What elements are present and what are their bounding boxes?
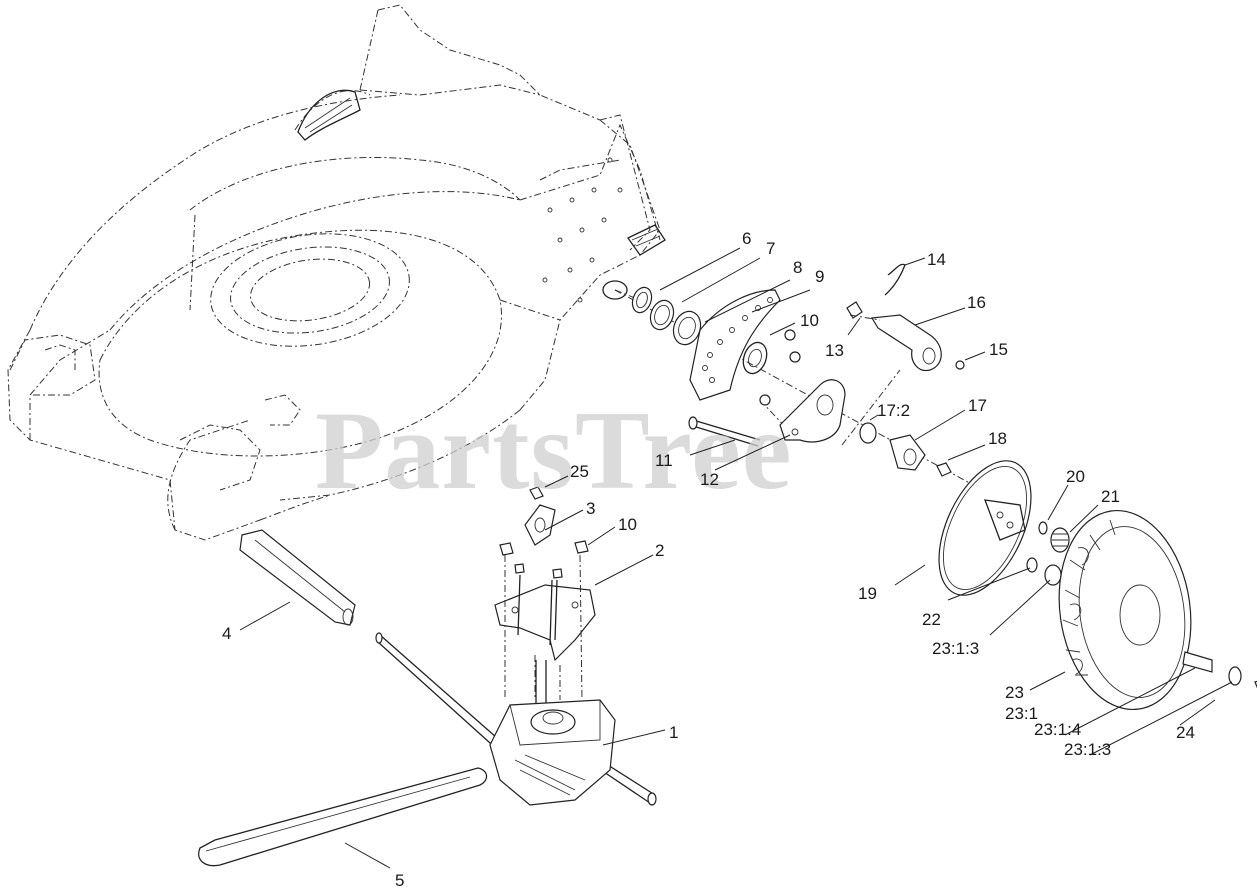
callout-24: 24 bbox=[1176, 723, 1195, 742]
callout-22: 22 bbox=[922, 610, 941, 629]
part-12-pivot-bracket bbox=[779, 379, 846, 443]
part-14-spring bbox=[884, 263, 906, 296]
callout-11: 11 bbox=[655, 451, 673, 470]
part-19-disc bbox=[938, 460, 1032, 596]
part-5-belt bbox=[198, 767, 488, 867]
callout-23: 23 bbox=[1005, 683, 1024, 702]
callout-23-1: 23:1 bbox=[1005, 704, 1038, 723]
part-3-idler bbox=[524, 504, 556, 546]
part-16-lever bbox=[871, 314, 942, 372]
callout-10-lower: 10 bbox=[618, 515, 637, 534]
part-22-washer bbox=[1026, 557, 1038, 573]
part-10-bolts-lower bbox=[499, 540, 589, 579]
callout-2: 2 bbox=[655, 541, 664, 560]
part-23-wheel bbox=[1058, 509, 1192, 711]
leader-lines bbox=[239, 247, 1233, 869]
callout-23-1-3-a: 23:1:3 bbox=[932, 639, 979, 658]
callout-8: 8 bbox=[793, 258, 802, 277]
callout-23-1-4: 23:1:4 bbox=[1034, 720, 1081, 739]
callout-10-upper: 10 bbox=[800, 311, 819, 330]
callout-25: 25 bbox=[570, 462, 589, 481]
part-21-gear bbox=[1050, 527, 1070, 553]
callout-3: 3 bbox=[586, 499, 595, 518]
callout-19: 19 bbox=[858, 584, 877, 603]
callout-13: 13 bbox=[825, 341, 844, 360]
mower-deck bbox=[7, 4, 666, 541]
lever-centerline bbox=[849, 314, 881, 321]
part-15-screw bbox=[955, 360, 965, 370]
part-17-hub bbox=[889, 434, 926, 471]
part-23-1-3-washer-b bbox=[1228, 666, 1242, 686]
callout-17: 17 bbox=[968, 396, 987, 415]
callout-14: 14 bbox=[927, 250, 946, 269]
part-17-2-spacer bbox=[859, 422, 877, 444]
studs bbox=[517, 574, 558, 646]
part-2-bracket bbox=[494, 584, 596, 662]
callout-23-1-3-b: 23:1:3 bbox=[1064, 740, 1111, 759]
part-18-nut bbox=[936, 462, 952, 477]
callout-1: 1 bbox=[669, 723, 678, 742]
part-4-baffle bbox=[239, 529, 356, 626]
callout-21: 21 bbox=[1101, 487, 1120, 506]
callout-20: 20 bbox=[1066, 467, 1085, 486]
watermark-text: PartsTree bbox=[315, 389, 793, 513]
side-plate-holes bbox=[542, 157, 623, 303]
part-20-washer bbox=[1038, 521, 1048, 535]
part-10-bolts-upper bbox=[759, 329, 801, 406]
callout-17-2: 17:2 bbox=[877, 401, 910, 420]
callout-7: 7 bbox=[766, 239, 775, 258]
part-11-bolt bbox=[688, 416, 761, 447]
part-25-nut bbox=[529, 486, 544, 500]
callout-5: 5 bbox=[395, 871, 404, 890]
callout-6: 6 bbox=[742, 229, 751, 248]
part-23-1-4-pin bbox=[1182, 651, 1213, 673]
callout-4: 4 bbox=[222, 624, 231, 643]
callout-labels: 6 7 8 9 10 14 16 13 15 17:2 17 18 11 12 … bbox=[222, 229, 1195, 890]
part-7-washer bbox=[649, 299, 675, 331]
lever-link-line bbox=[841, 369, 901, 446]
callout-12: 12 bbox=[700, 470, 719, 489]
callout-15: 15 bbox=[989, 340, 1008, 359]
part-6-bushing bbox=[631, 286, 653, 314]
callout-16: 16 bbox=[967, 293, 986, 312]
part-1-transmission bbox=[489, 699, 616, 806]
callout-18: 18 bbox=[988, 429, 1007, 448]
callout-9: 9 bbox=[815, 267, 824, 286]
